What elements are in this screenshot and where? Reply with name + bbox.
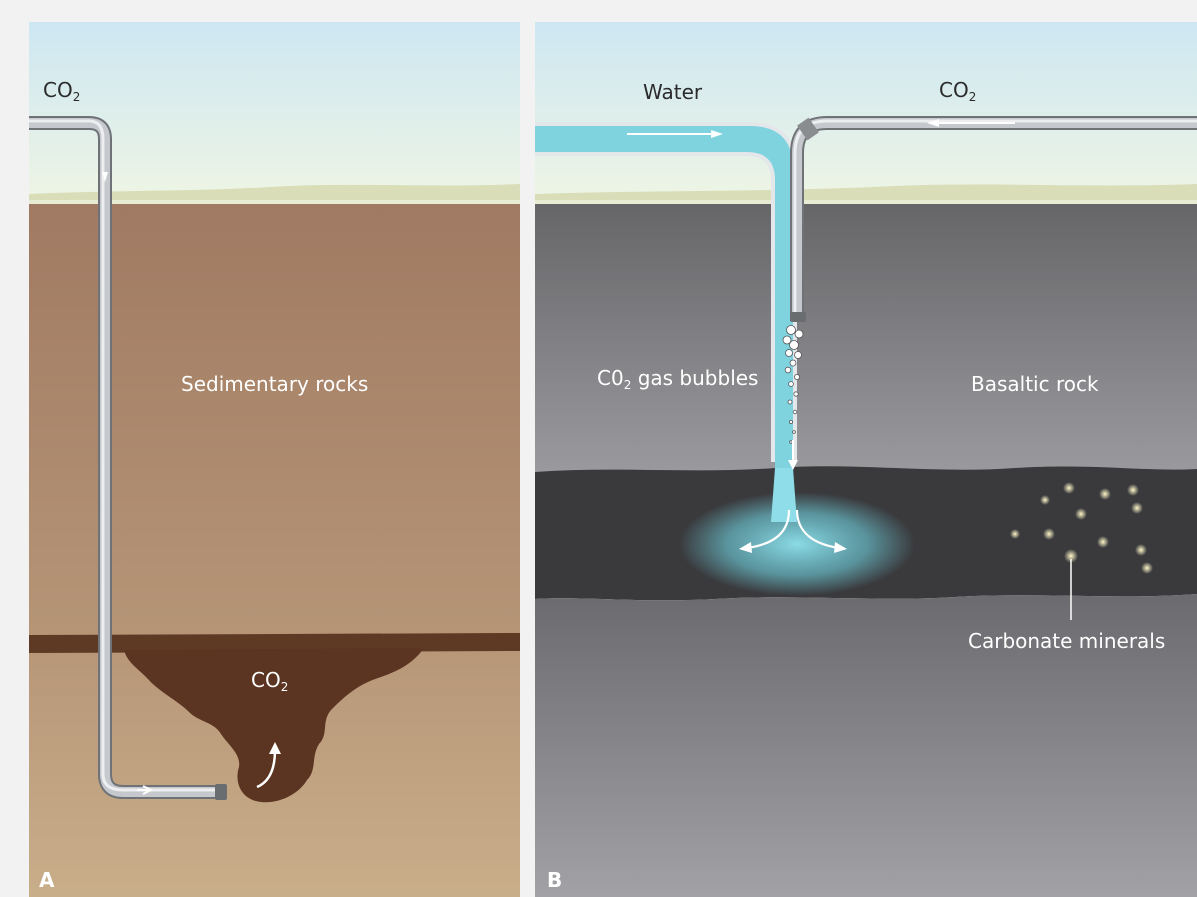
co2-inlet-label: CO2 xyxy=(939,78,977,104)
basaltic-rock-lower xyxy=(535,594,1197,897)
caprock-band xyxy=(29,633,520,653)
co2-gas-bubbles xyxy=(782,325,804,444)
sky xyxy=(535,22,1197,202)
water-label: Water xyxy=(643,80,703,104)
flow-arrow-down xyxy=(102,172,108,182)
co2-gas-bubbles-label: C02 gas bubbles xyxy=(597,366,759,392)
co2-plume xyxy=(124,648,424,803)
co2-pipe-nozzle xyxy=(790,312,806,322)
pipe-nozzle xyxy=(215,784,227,800)
water-jet xyxy=(771,468,797,522)
co2-pipe-coupling xyxy=(797,117,819,141)
spread-arrow-right xyxy=(795,509,840,550)
water-spread-glow xyxy=(679,492,915,596)
sedimentary-rocks-label: Sedimentary rocks xyxy=(181,372,369,396)
panel-b: Water CO2 C02 gas bubbles Basaltic rock … xyxy=(535,22,1197,897)
ground-surface xyxy=(29,184,520,204)
plume-rise-arrow xyxy=(256,749,277,789)
flow-arrow-right xyxy=(137,785,154,795)
spread-arrow-left xyxy=(746,509,791,550)
carbonate-mineral-sparkles xyxy=(1010,482,1153,574)
co2-inlet-label: CO2 xyxy=(43,78,81,104)
co2-plume-label: CO2 xyxy=(251,668,289,694)
ground-surface xyxy=(535,184,1197,204)
panel-a-illustration xyxy=(29,22,520,897)
panel-a: CO2 Sedimentary rocks CO2 A xyxy=(29,22,520,897)
basaltic-rock-label: Basaltic rock xyxy=(971,372,1099,396)
carbonate-minerals-label: Carbonate minerals xyxy=(968,629,1166,653)
panel-b-illustration xyxy=(535,22,1197,897)
basaltic-rock-upper xyxy=(535,204,1197,472)
panel-letter-a: A xyxy=(39,868,55,892)
panel-letter-b: B xyxy=(547,868,563,892)
